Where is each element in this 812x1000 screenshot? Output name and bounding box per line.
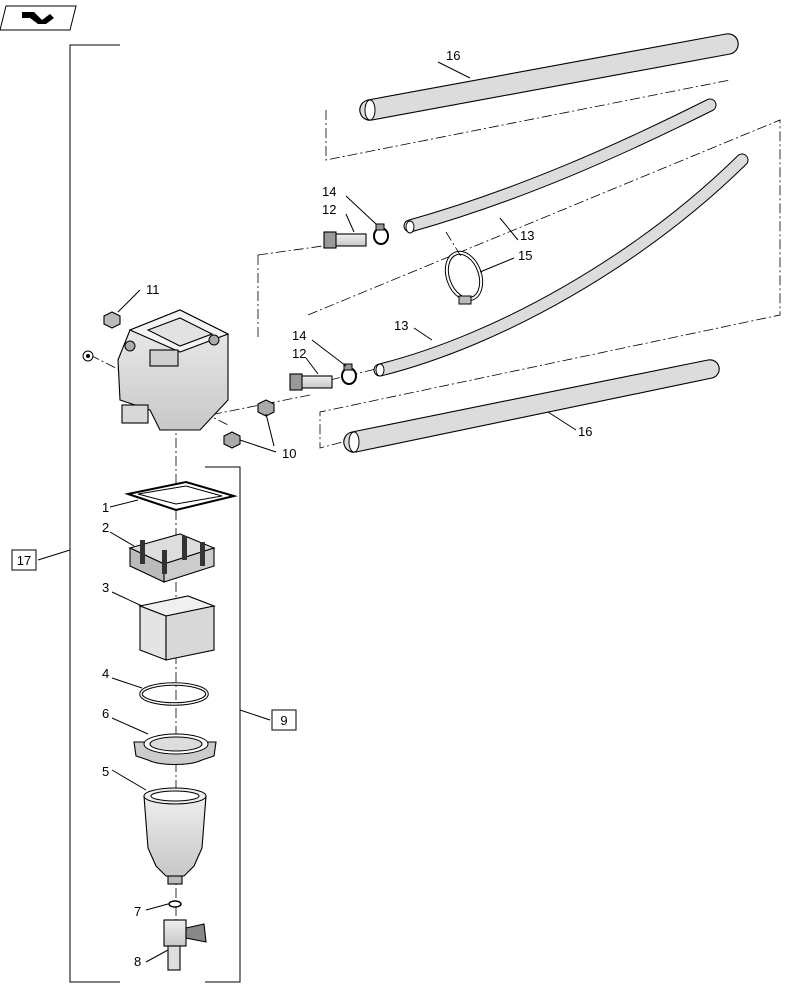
bolt-10-b [223, 431, 277, 453]
washer [82, 350, 94, 362]
filter-head [117, 309, 230, 431]
assembly-bracket-17 [37, 44, 120, 983]
boxed-label-9: 9 [271, 709, 297, 731]
assembly-bracket-9 [205, 466, 271, 983]
hose-clamp-15 [444, 231, 515, 305]
callout-14-top: 14 [322, 184, 336, 199]
hose-13-upper [403, 98, 717, 241]
callout-3: 3 [102, 580, 109, 595]
callout-1: 1 [102, 500, 109, 515]
boxed-label-17: 17 [11, 549, 37, 571]
filter-plate-2 [109, 531, 216, 583]
callout-11: 11 [146, 282, 160, 297]
callout-labels: 16 16 13 13 15 14 12 14 12 11 10 1 2 3 4… [102, 48, 592, 969]
callout-13-lower: 13 [394, 318, 408, 333]
callout-5: 5 [102, 764, 109, 779]
callout-14-lower: 14 [292, 328, 306, 343]
hose-16-top [359, 33, 739, 121]
svg-text:17: 17 [17, 553, 31, 568]
fitting-12-top [323, 213, 367, 249]
filter-element-3 [111, 591, 216, 661]
callout-12-top: 12 [322, 202, 336, 217]
navigate-arrow-icon[interactable] [0, 5, 77, 31]
callout-15: 15 [518, 248, 532, 263]
bolt-10-a [257, 399, 275, 447]
bowl-5 [111, 769, 207, 885]
callout-12-lower: 12 [292, 346, 306, 361]
drain-valve-8 [145, 919, 207, 971]
seal-7 [145, 900, 182, 911]
callout-4: 4 [102, 666, 109, 681]
hose-16-bottom [343, 359, 720, 453]
clamp-14-top [345, 195, 389, 245]
fitting-12-lower [289, 357, 333, 391]
callout-2: 2 [102, 520, 109, 535]
o-ring-4 [111, 677, 209, 706]
callout-16-bottom: 16 [578, 424, 592, 439]
callout-16-top: 16 [446, 48, 460, 63]
gasket-1 [109, 480, 238, 512]
callout-6: 6 [102, 706, 109, 721]
clamp-14-lower [311, 339, 357, 385]
retaining-ring-6 [111, 717, 217, 766]
nut-11 [103, 289, 141, 329]
callout-7: 7 [134, 904, 141, 919]
callout-13-upper: 13 [520, 228, 534, 243]
callout-8: 8 [134, 954, 141, 969]
svg-text:9: 9 [280, 713, 287, 728]
callout-10: 10 [282, 446, 296, 461]
hose-13-lower [373, 153, 749, 377]
